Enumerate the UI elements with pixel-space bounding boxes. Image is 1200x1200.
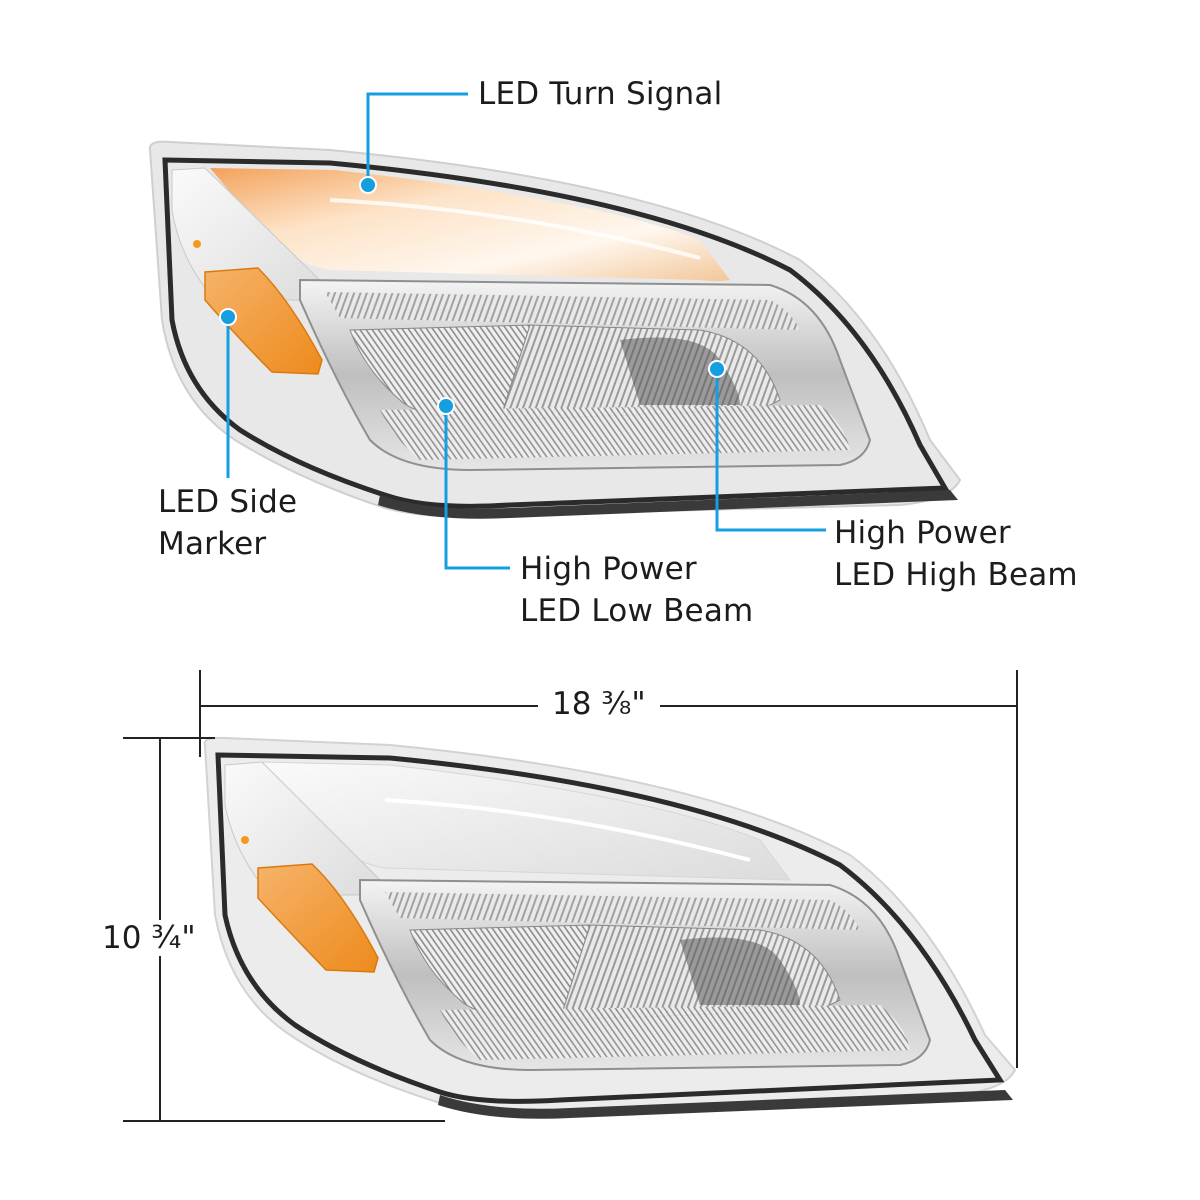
callout-dot-low-beam [437, 397, 455, 415]
callout-label-side-marker: LED Side Marker [158, 481, 297, 565]
headlight-top [148, 140, 962, 519]
callout-line-low-beam [444, 406, 510, 570]
callout-dot-side-marker [219, 308, 237, 326]
callout-label-high-beam: High Power LED High Beam [834, 512, 1078, 596]
callout-line-high-beam [715, 369, 826, 532]
dimension-height-label: 10 ¾" [96, 920, 202, 956]
callout-line-turn-signal [366, 92, 468, 185]
dimension-width-label: 18 ³⁄₈" [538, 686, 660, 722]
callout-dot-turn-signal [359, 176, 377, 194]
callout-lines [226, 92, 826, 570]
high-beam-text-line1: High Power [834, 515, 1011, 551]
headlight-bottom [203, 736, 1017, 1119]
callout-dots [219, 176, 726, 415]
callout-label-turn-signal: LED Turn Signal [478, 73, 722, 115]
callout-label-low-beam: High Power LED Low Beam [520, 548, 753, 632]
low-beam-text-line2: LED Low Beam [520, 593, 754, 629]
turn-signal-text: LED Turn Signal [478, 76, 723, 112]
low-beam-text-line1: High Power [520, 551, 697, 587]
callout-dot-high-beam [708, 360, 726, 378]
side-marker-text-line2: Marker [158, 526, 267, 562]
side-marker-text-line1: LED Side [158, 484, 298, 520]
high-beam-text-line2: LED High Beam [834, 557, 1078, 593]
